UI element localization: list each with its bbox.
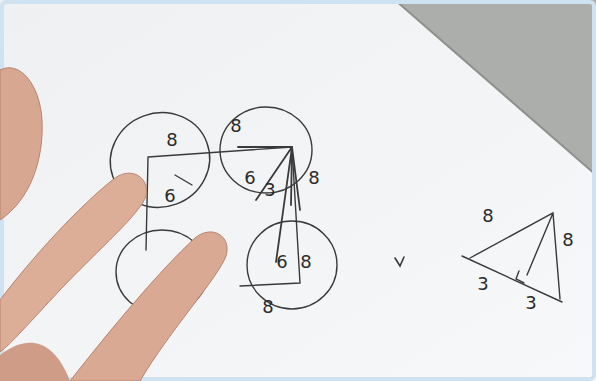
circle (247, 221, 337, 309)
dimension-label: 6 (162, 186, 177, 206)
dimension-label: 8 (306, 168, 321, 188)
dimension-label: 8 (228, 116, 243, 136)
fingers (0, 68, 227, 381)
dimension-label: 3 (262, 180, 277, 200)
dimension-label: 8 (560, 230, 575, 250)
finger (0, 68, 42, 220)
dimension-label: 6 (242, 168, 257, 188)
table-surface (395, 0, 596, 175)
dimension-label: 8 (298, 252, 313, 272)
right-angle-mark (516, 271, 524, 283)
finger (70, 232, 227, 381)
check-mark (395, 257, 404, 266)
dimension-label: 6 (274, 252, 289, 272)
dimension-label: 8 (260, 297, 275, 317)
triangle-lines (238, 147, 300, 262)
dimension-label: 8 (164, 130, 179, 150)
stroke (175, 175, 192, 185)
paper-edge (395, 0, 596, 175)
dimension-label: 3 (523, 293, 538, 313)
dimension-label: 3 (475, 274, 490, 294)
triangle-base (462, 256, 562, 302)
dimension-label: 8 (480, 206, 495, 226)
hand (0, 343, 70, 381)
